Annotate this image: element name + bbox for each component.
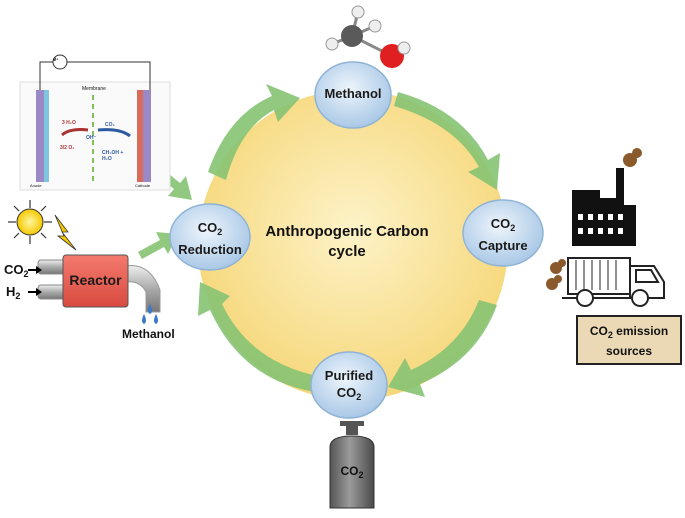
electrolyzer-water: 3 H₂O [62,120,76,126]
cycle-arrows [198,84,500,397]
gas-cylinder-icon [329,421,375,509]
arrow-purified-to-reduction [198,282,318,392]
arrow-capture-to-purified [388,300,497,397]
electrolyzer-products: CH₃OH + H₂O [102,150,124,162]
electron-icon [52,54,68,70]
node-purified [310,351,388,419]
electrolyzer-oxygen: 3/2 O₂ [60,145,75,151]
cycle-title-line2: cycle [328,243,366,260]
reactor-label: Reactor [69,272,122,288]
reactor-input-h2: H2 [6,284,21,301]
electrolyzer-electron: e- [53,57,59,63]
arrow-reduction-to-methanol [208,84,300,180]
electrolyzer-hydroxide: OH⁻ [86,135,97,141]
sun-icon [8,200,52,244]
cycle-title-line1: Anthropogenic Carbon [265,223,429,240]
node-capture [462,199,544,267]
electrolyzer-cathode: Cathode [135,183,151,188]
smoke-icon [546,148,642,290]
cycle-title: Anthropogenic Carbon cycle [262,222,432,262]
cycle-circle [198,90,508,400]
arrow-methanol-to-capture [394,92,500,190]
arrow-reactor-to-reduction [138,232,178,259]
reactor-input-co2: CO2 [4,262,29,279]
methanol-node-label: Methanol [324,86,382,101]
emission-box [576,315,682,365]
electrolyzer-anode: Anode [30,183,42,188]
truck-icon [562,257,665,307]
methanol-droplets-icon [142,304,158,324]
electrolyzer-co2: CO₂ [105,122,115,128]
electrolyzer-membrane: Membrane [82,86,106,92]
reactor-icon [28,254,161,313]
emission-box-label: CO2 emission sources [589,324,669,358]
node-reduction [169,203,251,271]
lightning-icon [54,214,77,251]
capture-node-label: CO2 Capture [478,216,528,253]
reduction-node-label: CO2 Reduction [178,220,242,257]
electrolyzer-schematic [19,54,171,191]
methanol-molecule-icon [325,5,411,68]
node-methanol [314,61,392,129]
purified-node-label: Purified CO2 [324,368,374,402]
factory-icon [572,168,636,246]
reactor-output-methanol: Methanol [122,327,175,341]
cylinder-label: CO2 [340,464,364,480]
